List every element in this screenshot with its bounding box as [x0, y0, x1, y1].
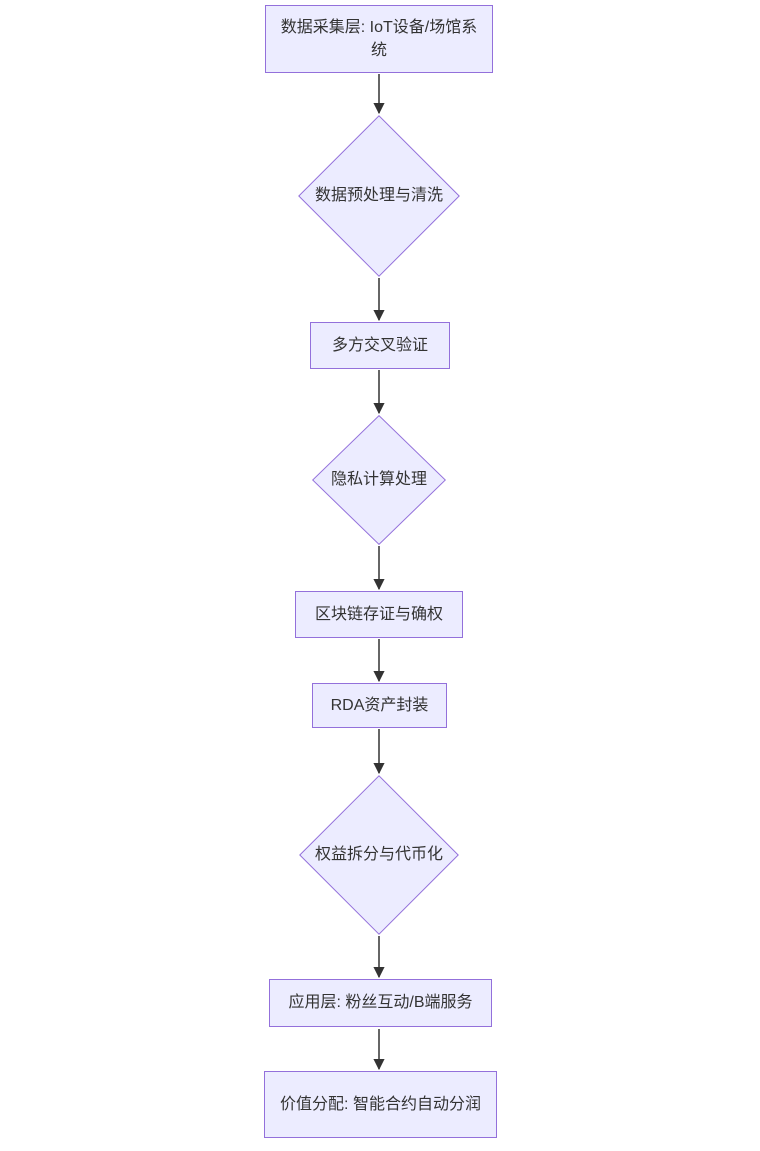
- node-application-layer: 应用层: 粉丝互动/B端服务: [269, 979, 492, 1027]
- diamond-shape: [299, 775, 459, 935]
- node-rda-packaging: RDA资产封装: [312, 683, 447, 728]
- node-preprocessing: 数据预处理与清洗: [298, 115, 460, 277]
- node-tokenization: 权益拆分与代币化: [299, 775, 459, 935]
- node-cross-validation: 多方交叉验证: [310, 322, 450, 369]
- node-label: 隐私计算处理: [330, 471, 427, 489]
- node-blockchain-notary: 区块链存证与确权: [295, 591, 463, 638]
- node-value-distribution: 价值分配: 智能合约自动分润: [264, 1071, 497, 1138]
- node-label: 多方交叉验证: [331, 336, 428, 354]
- node-label: 数据预处理与清洗: [314, 187, 443, 205]
- node-label: RDA资产封装: [330, 696, 429, 714]
- node-label: 价值分配: 智能合约自动分润: [280, 1095, 481, 1113]
- node-label: 应用层: 粉丝互动/B端服务: [288, 994, 473, 1012]
- node-label: 权益拆分与代币化: [314, 846, 443, 864]
- node-data-collection: 数据采集层: IoT设备/场馆系统: [265, 5, 493, 73]
- diamond-shape: [312, 415, 446, 545]
- node-privacy-computing: 隐私计算处理: [312, 415, 446, 545]
- node-label: 数据采集层: IoT设备/场馆系统: [280, 18, 478, 59]
- node-label: 区块链存证与确权: [314, 605, 443, 623]
- diamond-shape: [298, 115, 460, 277]
